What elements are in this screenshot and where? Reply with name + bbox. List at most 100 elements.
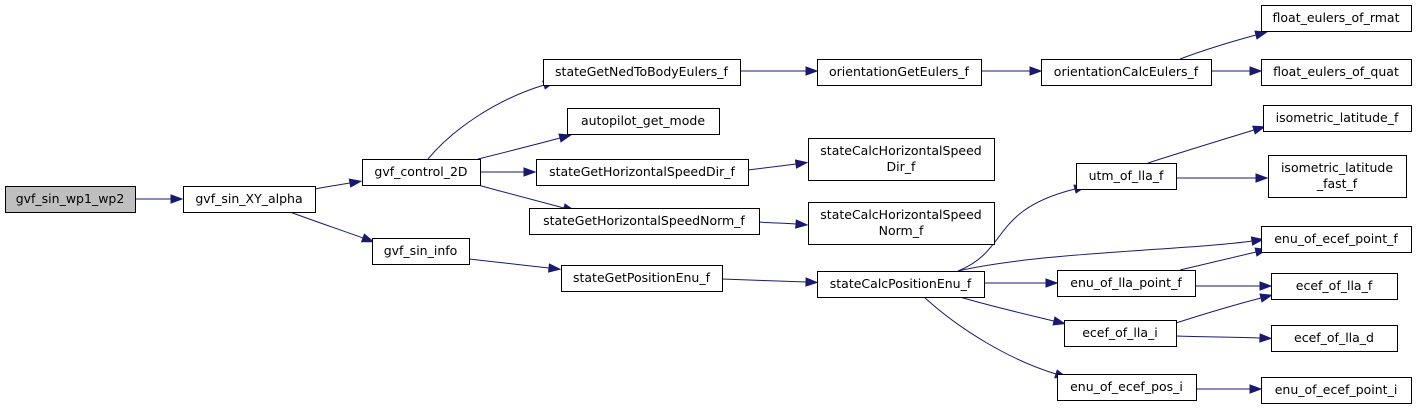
- node-float_eulers_of_rmat[interactable]: float_eulers_of_rmat: [1261, 5, 1412, 32]
- edge-line: [747, 163, 797, 171]
- edge-stateGetPositionEnu_f-to-stateCalcPositionEnu_f: [721, 277, 819, 287]
- node-label: utm_of_lla_f: [1089, 168, 1164, 183]
- edge-line: [1175, 335, 1261, 339]
- node-label: gvf_control_2D: [374, 164, 467, 179]
- node-enu_of_ecef_pos_i[interactable]: enu_of_ecef_pos_i: [1057, 374, 1197, 401]
- node-box[interactable]: [1041, 59, 1212, 86]
- edge-ecef_of_lla_i-to-ecef_of_lla_f: [1175, 293, 1274, 324]
- node-box[interactable]: [1268, 155, 1407, 198]
- edge-line: [957, 188, 1076, 272]
- node-gvf_sin_info[interactable]: gvf_sin_info: [372, 238, 470, 265]
- edge-line: [289, 211, 364, 239]
- edge-stateGetHorizontalSpeedDir_f-to-stateCalcHorizontalSpeedDir_f: [747, 159, 809, 171]
- node-box[interactable]: [1271, 325, 1398, 352]
- node-box[interactable]: [372, 238, 470, 265]
- node-box[interactable]: [1261, 226, 1412, 253]
- arrowhead: [360, 233, 375, 243]
- node-box[interactable]: [1057, 374, 1197, 401]
- node-label: stateCalcHorizontalSpeed: [820, 143, 981, 158]
- edge-line: [1147, 129, 1255, 164]
- node-label: ecef_of_lla_f: [1296, 278, 1373, 293]
- node-box[interactable]: [543, 59, 741, 86]
- node-box[interactable]: [5, 186, 136, 213]
- arrowhead: [1254, 30, 1269, 40]
- node-ecef_of_lla_d[interactable]: ecef_of_lla_d: [1271, 325, 1398, 352]
- node-isometric_latitude_f[interactable]: isometric_latitude_f: [1263, 105, 1412, 132]
- node-box[interactable]: [561, 265, 723, 292]
- edge-gvf_sin_info-to-stateGetPositionEnu_f: [468, 258, 562, 273]
- node-box[interactable]: [1064, 320, 1177, 347]
- node-label: stateCalcHorizontalSpeed: [820, 207, 981, 222]
- arrowhead: [1259, 333, 1273, 343]
- arrowhead: [1255, 173, 1269, 183]
- node-stateCalcPositionEnu_f[interactable]: stateCalcPositionEnu_f: [817, 271, 985, 298]
- arrowhead: [558, 133, 573, 143]
- arrowhead: [348, 178, 363, 188]
- node-enu_of_ecef_point_i[interactable]: enu_of_ecef_point_i: [1261, 377, 1412, 404]
- node-stateGetHorizontalSpeedDir_f[interactable]: stateGetHorizontalSpeedDir_f: [536, 159, 749, 186]
- node-label: stateCalcPositionEnu_f: [830, 276, 972, 291]
- node-enu_of_lla_point_f[interactable]: enu_of_lla_point_f: [1057, 270, 1196, 297]
- edge-orientationGetEulers_f-to-orientationCalcEulers_f: [981, 66, 1043, 76]
- node-box[interactable]: [1261, 377, 1412, 404]
- node-box[interactable]: [808, 138, 995, 181]
- node-ecef_of_lla_f[interactable]: ecef_of_lla_f: [1271, 273, 1398, 300]
- edge-stateGetHorizontalSpeedNorm_f-to-stateCalcHorizontalSpeedNorm_f: [758, 219, 809, 229]
- node-box[interactable]: [183, 186, 316, 213]
- node-box[interactable]: [567, 108, 720, 135]
- node-label: stateGetPositionEnu_f: [573, 270, 711, 285]
- arrowhead: [1052, 316, 1067, 326]
- node-stateGetHorizontalSpeedNorm_f[interactable]: stateGetHorizontalSpeedNorm_f: [529, 208, 760, 235]
- node-box[interactable]: [808, 202, 995, 245]
- node-autopilot_get_mode[interactable]: autopilot_get_mode: [567, 108, 720, 135]
- edge-gvf_control_2D-to-autopilot_get_mode: [477, 133, 573, 160]
- node-box[interactable]: [1271, 273, 1398, 300]
- node-isometric_latitude_fast_f[interactable]: isometric_latitude_fast_f: [1268, 155, 1407, 198]
- edge-line: [1179, 34, 1257, 60]
- edge-line: [721, 278, 807, 283]
- arrowhead: [1259, 281, 1273, 291]
- node-box[interactable]: [1261, 59, 1412, 86]
- node-box[interactable]: [529, 208, 760, 235]
- node-orientationGetEulers_f[interactable]: orientationGetEulers_f: [817, 59, 982, 86]
- node-gvf_sin_XY_alpha[interactable]: gvf_sin_XY_alpha: [183, 186, 316, 213]
- edge-line: [758, 221, 797, 225]
- node-box[interactable]: [1057, 270, 1196, 297]
- node-box[interactable]: [1263, 105, 1412, 132]
- edge-enu_of_lla_point_f-to-ecef_of_lla_f: [1194, 281, 1273, 291]
- node-stateGetPositionEnu_f[interactable]: stateGetPositionEnu_f: [561, 265, 723, 292]
- node-label: ecef_of_lla_i: [1082, 325, 1158, 340]
- node-box[interactable]: [1076, 163, 1177, 190]
- node-utm_of_lla_f[interactable]: utm_of_lla_f: [1076, 163, 1177, 190]
- node-float_eulers_of_quat[interactable]: float_eulers_of_quat: [1261, 59, 1412, 86]
- node-label: enu_of_ecef_pos_i: [1070, 379, 1183, 394]
- node-stateGetNedToBodyEulers_f[interactable]: stateGetNedToBodyEulers_f: [543, 59, 741, 86]
- edge-ecef_of_lla_i-to-ecef_of_lla_d: [1175, 333, 1273, 343]
- node-gvf_control_2D[interactable]: gvf_control_2D: [362, 159, 481, 186]
- node-label: stateGetNedToBodyEulers_f: [555, 64, 729, 79]
- node-box[interactable]: [536, 159, 749, 186]
- edge-line: [1179, 251, 1257, 271]
- node-enu_of_ecef_point_f[interactable]: enu_of_ecef_point_f: [1261, 226, 1412, 253]
- node-box[interactable]: [817, 271, 985, 298]
- node-label: isometric_latitude_f: [1276, 110, 1399, 125]
- edge-stateCalcPositionEnu_f-to-enu_of_ecef_pos_i: [923, 296, 1068, 379]
- arrowhead: [523, 167, 537, 177]
- node-label: isometric_latitude: [1281, 160, 1393, 175]
- node-label: gvf_sin_XY_alpha: [195, 191, 302, 206]
- node-gvf_sin_wp1_wp2[interactable]: gvf_sin_wp1_wp2: [5, 186, 136, 213]
- edge-orientationCalcEulers_f-to-float_eulers_of_quat: [1211, 66, 1263, 76]
- node-orientationCalcEulers_f[interactable]: orientationCalcEulers_f: [1041, 59, 1212, 86]
- edge-stateGetNedToBodyEulers_f-to-orientationGetEulers_f: [740, 66, 819, 76]
- arrowhead: [795, 219, 809, 229]
- node-ecef_of_lla_i[interactable]: ecef_of_lla_i: [1064, 320, 1177, 347]
- node-box[interactable]: [817, 59, 982, 86]
- edge-line: [477, 184, 565, 209]
- node-box[interactable]: [1261, 5, 1412, 32]
- node-box[interactable]: [362, 159, 481, 186]
- edge-gvf_control_2D-to-stateGetHorizontalSpeedNorm_f: [477, 184, 577, 213]
- edge-stateCalcPositionEnu_f-to-enu_of_lla_point_f: [983, 278, 1059, 288]
